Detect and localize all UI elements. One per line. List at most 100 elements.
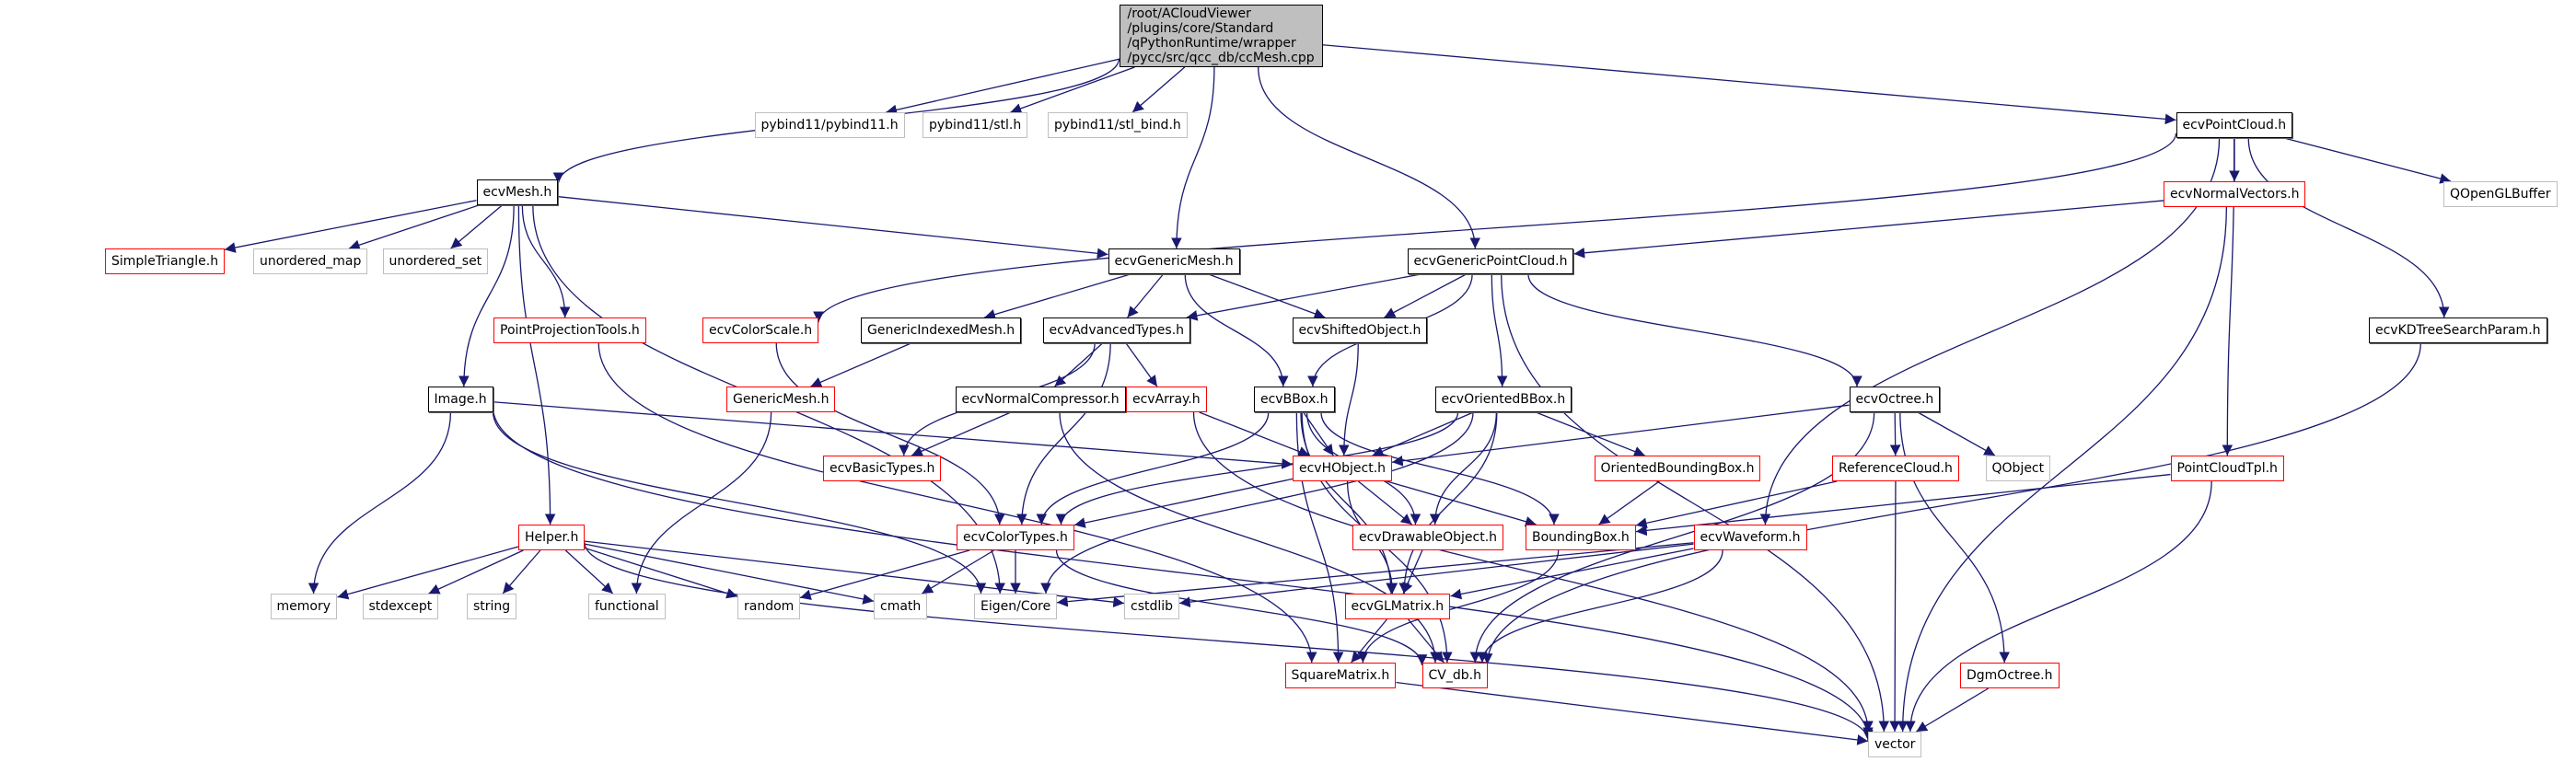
node-unordered-map[interactable]: unordered_map bbox=[253, 248, 368, 274]
root-path-line: /plugins/core/Standard bbox=[1127, 21, 1274, 36]
node-memory[interactable]: memory bbox=[270, 594, 337, 619]
edge-ecvOctree-to-DgmOctree bbox=[1899, 411, 2011, 664]
node-genericmesh[interactable]: GenericMesh.h bbox=[726, 387, 836, 412]
node-random[interactable]: random bbox=[737, 594, 801, 619]
edge-root-to-pybind11 bbox=[886, 58, 1120, 116]
node-ecvdrawableobject[interactable]: ecvDrawableObject.h bbox=[1352, 525, 1504, 550]
node-stdexcept[interactable]: stdexcept bbox=[362, 594, 439, 619]
node-cmath[interactable]: cmath bbox=[874, 594, 928, 619]
edge-ecvGenericMesh-to-ecvAdvancedTypes bbox=[1127, 273, 1164, 318]
node-ecvgenericpointcloud[interactable]: ecvGenericPointCloud.h bbox=[1407, 248, 1574, 274]
edge-ecvHObject-to-ecvDrawableObject bbox=[1357, 480, 1413, 525]
edge-ecvShiftedObject-to-ecvHObject bbox=[1338, 342, 1359, 456]
node-cstdlib[interactable]: cstdlib bbox=[1124, 594, 1180, 619]
edge-ReferenceCloud-to-BoundingBox bbox=[1635, 480, 1838, 529]
node-orientedboundingbox[interactable]: OrientedBoundingBox.h bbox=[1594, 456, 1761, 481]
node-unordered-set[interactable]: unordered_set bbox=[382, 248, 489, 274]
node-ecvcolortypes[interactable]: ecvColorTypes.h bbox=[957, 525, 1074, 550]
node-ecvadvancedtypes[interactable]: ecvAdvancedTypes.h bbox=[1042, 318, 1191, 343]
edge-Helper-to-cmath bbox=[584, 543, 875, 605]
edge-GenericIndexedMesh-to-GenericMesh bbox=[810, 342, 911, 387]
node-pointprojectiontools[interactable]: PointProjectionTools.h bbox=[493, 318, 646, 343]
edge-ecvOctree-to-ReferenceCloud bbox=[1889, 411, 1901, 456]
node-squarematrix[interactable]: SquareMatrix.h bbox=[1284, 663, 1397, 688]
edge-ecvColorTypes-to-CV_db bbox=[1055, 549, 1428, 665]
node-pointcloudtpl[interactable]: PointCloudTpl.h bbox=[2170, 456, 2284, 481]
node-ecvoctree[interactable]: ecvOctree.h bbox=[1849, 387, 1941, 412]
node-functional[interactable]: functional bbox=[588, 594, 666, 619]
edge-ecvNormalVectors-to-vector bbox=[1897, 206, 2228, 733]
edge-ecvWaveform-to-CV_db bbox=[1477, 549, 1723, 664]
edge-Helper-to-string bbox=[502, 549, 541, 595]
edge-ecvNormalVectors-to-ecvGenericPointCloud bbox=[1573, 200, 2164, 259]
node-stl[interactable]: pybind11/stl.h bbox=[922, 112, 1028, 138]
edge-root-to-ecvGenericPointCloud bbox=[1258, 66, 1481, 249]
edge-ecvPointCloud-to-ecvKDTreeSearchParam bbox=[2247, 137, 2450, 318]
edge-Image-to-vector bbox=[492, 407, 1874, 739]
edge-ecvKDTreeSearchParam-to-CV_db bbox=[1481, 342, 2421, 664]
edge-ecvGenericPointCloud-to-ecvOctree bbox=[1527, 273, 1862, 387]
edge-ecvBBox-to-ecvColorTypes bbox=[1036, 411, 1270, 525]
root-path-line: /qPythonRuntime/wrapper bbox=[1127, 36, 1296, 51]
edge-ecvNormalCompressor-to-ecvBasicTypes bbox=[911, 411, 1012, 456]
node-ecvpointcloud[interactable]: ecvPointCloud.h bbox=[2176, 112, 2293, 138]
edge-ecvGenericPointCloud-to-ecvOrientedBBox bbox=[1491, 273, 1508, 387]
edge-ecvArray-to-vector bbox=[1192, 411, 1874, 733]
node-ecvshiftedobject[interactable]: ecvShiftedObject.h bbox=[1292, 318, 1428, 343]
node-ecvnormalcompressor[interactable]: ecvNormalCompressor.h bbox=[955, 387, 1126, 412]
node-ecvbasictypes[interactable]: ecvBasicTypes.h bbox=[823, 456, 942, 481]
node-simpletriangle[interactable]: SimpleTriangle.h bbox=[105, 248, 226, 274]
node-image[interactable]: Image.h bbox=[427, 387, 493, 412]
edge-ecvAdvancedTypes-to-ecvColorTypes bbox=[1016, 342, 1111, 525]
node-ecvbbox[interactable]: ecvBBox.h bbox=[1254, 387, 1335, 412]
node-referencecloud[interactable]: ReferenceCloud.h bbox=[1832, 456, 1959, 481]
node-ecvhobject[interactable]: ecvHObject.h bbox=[1293, 456, 1393, 481]
edge-OrientedBoundingBox-to-BoundingBox bbox=[1598, 480, 1660, 525]
edge-GenericMesh-to-functional bbox=[631, 411, 772, 595]
edge-ecvPointCloud-to-QOpenGLBuffer bbox=[2283, 137, 2452, 184]
node-dgmoctree[interactable]: DgmOctree.h bbox=[1960, 663, 2060, 688]
edge-ecvGenericMesh-to-ecvBBox bbox=[1184, 273, 1289, 387]
node-string[interactable]: string bbox=[467, 594, 517, 619]
edge-Helper-to-random bbox=[584, 547, 738, 599]
node-ecvmesh[interactable]: ecvMesh.h bbox=[476, 179, 559, 205]
edge-ecvOrientedBBox-to-ecvDrawableObject bbox=[1429, 411, 1497, 525]
edge-ecvGLMatrix-to-CV_db bbox=[1408, 618, 1445, 664]
edge-Image-to-memory bbox=[307, 411, 452, 595]
root-file-node[interactable]: /root/ACloudViewer /plugins/core/Standar… bbox=[1119, 5, 1323, 67]
node-qopenglbuffer[interactable]: QOpenGLBuffer bbox=[2443, 181, 2558, 207]
node-qobject[interactable]: QObject bbox=[1985, 456, 2051, 481]
edge-PointCloudTpl-to-BoundingBox bbox=[1635, 473, 2171, 537]
node-genericindexedmesh[interactable]: GenericIndexedMesh.h bbox=[861, 318, 1022, 343]
edge-root-to-stl_bind bbox=[1131, 66, 1186, 113]
node-helper[interactable]: Helper.h bbox=[518, 525, 586, 550]
edge-ecvGenericPointCloud-to-ecvShiftedObject bbox=[1384, 273, 1467, 318]
root-path-line: /pycc/src/qcc_db/ccMesh.cpp bbox=[1127, 51, 1315, 65]
node-ecvkdtreesearchparam[interactable]: ecvKDTreeSearchParam.h bbox=[2369, 318, 2547, 343]
edge-ReferenceCloud-to-vector bbox=[1889, 480, 1900, 733]
node-ecvarray[interactable]: ecvArray.h bbox=[1126, 387, 1207, 412]
edge-ecvOrientedBBox-to-EigenCore bbox=[1040, 411, 1474, 595]
node-ecvcolorscale[interactable]: ecvColorScale.h bbox=[702, 318, 819, 343]
node-eigencore[interactable]: Eigen/Core bbox=[974, 594, 1058, 619]
edge-ecvColorTypes-to-random bbox=[799, 549, 970, 600]
node-ecvglmatrix[interactable]: ecvGLMatrix.h bbox=[1344, 594, 1451, 619]
node-ecvgenericmesh[interactable]: ecvGenericMesh.h bbox=[1108, 248, 1240, 274]
edge-ecvMesh-to-unordered_map bbox=[348, 204, 480, 250]
edge-ecvOrientedBBox-to-ecvColorTypes bbox=[1055, 411, 1459, 525]
node-ecvorientedbbox[interactable]: ecvOrientedBBox.h bbox=[1434, 387, 1572, 412]
edge-ecvBBox-to-SquareMatrix bbox=[1295, 411, 1344, 664]
node-pybind11[interactable]: pybind11/pybind11.h bbox=[754, 112, 905, 138]
node-vector[interactable]: vector bbox=[1868, 732, 1922, 757]
edge-ecvGenericPointCloud-to-ecvAdvancedTypes bbox=[1186, 273, 1421, 321]
edge-ecvOrientedBBox-to-ecvHObject bbox=[1372, 411, 1474, 456]
edge-ecvGenericPointCloud-to-vector bbox=[1501, 273, 1890, 733]
node-ecvwaveform[interactable]: ecvWaveform.h bbox=[1693, 525, 1807, 550]
node-ecvnormalvectors[interactable]: ecvNormalVectors.h bbox=[2164, 181, 2306, 207]
node-boundingbox[interactable]: BoundingBox.h bbox=[1526, 525, 1636, 550]
node-cv-db[interactable]: CV_db.h bbox=[1421, 663, 1488, 688]
node-stl-bind[interactable]: pybind11/stl_bind.h bbox=[1048, 112, 1188, 138]
edge-ecvGenericMesh-to-ecvShiftedObject bbox=[1208, 273, 1326, 319]
edge-ecvHObject-to-BoundingBox bbox=[1387, 480, 1537, 527]
